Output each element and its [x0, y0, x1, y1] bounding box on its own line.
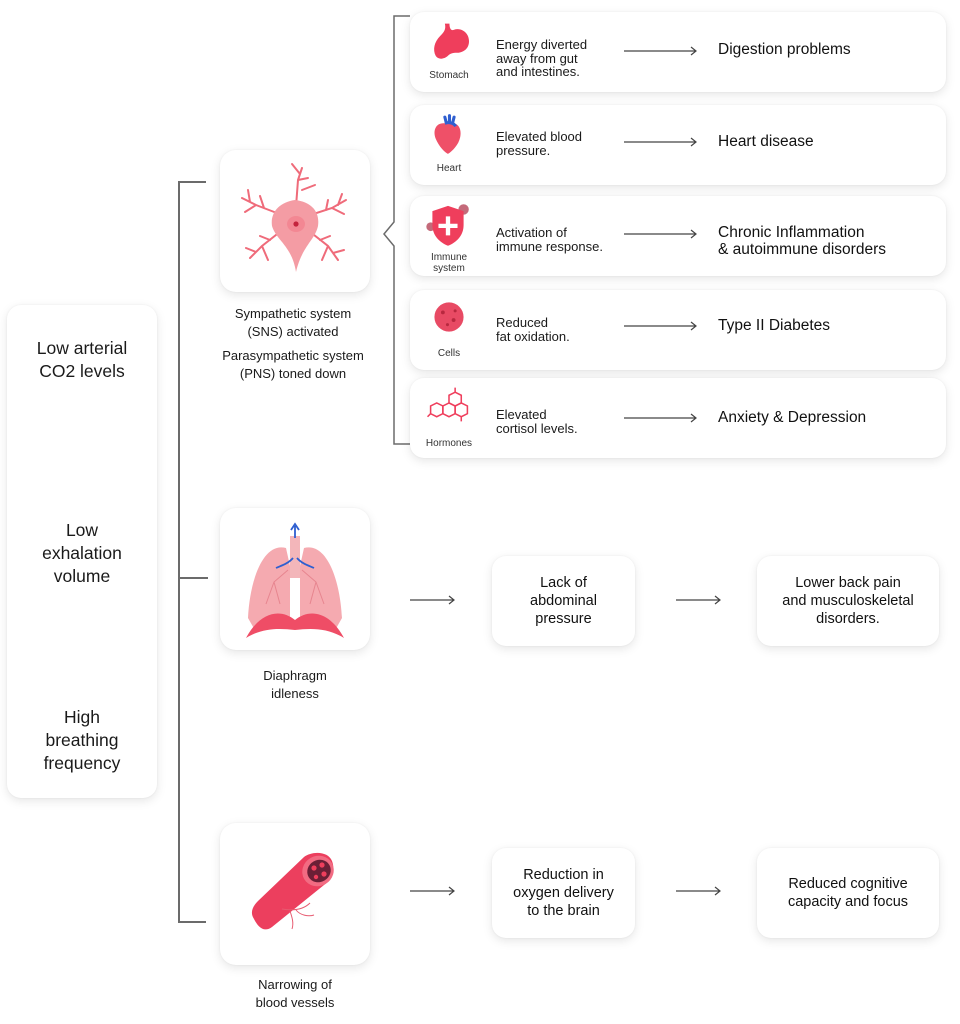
effect-row-hormones: Hormones Elevated cortisol levels. Anxie… — [410, 378, 946, 458]
effect-outcome: Anxiety & Depression — [718, 409, 867, 426]
effect-outcome: Type II Diabetes — [718, 317, 831, 334]
caption-line: (SNS) activated — [247, 324, 339, 339]
tile-sns — [220, 150, 370, 292]
effect-description: Elevated cortisol levels. — [496, 407, 578, 436]
hormone-molecule-icon — [426, 387, 469, 422]
effect-row-immune: Immune system Activation of immune respo… — [410, 196, 946, 276]
arrow-icon — [676, 595, 721, 605]
organ-label-hormones: Hormones — [425, 438, 473, 449]
caption-line: Sympathetic system — [234, 306, 352, 321]
effect-outcome: Heart disease — [718, 133, 814, 150]
tile-diaphragm — [220, 508, 370, 650]
caption-line: Diaphragm — [263, 668, 327, 683]
effect-row-cells: Cells Reduced fat oxidation. Type II Dia… — [410, 290, 946, 370]
caption-sns-activated: Sympathetic system (SNS) activated — [193, 305, 393, 341]
arrow-icon — [676, 886, 721, 896]
effect-outcome: Digestion problems — [718, 41, 851, 58]
effect-description: Activation of immune response. — [496, 225, 603, 254]
neuron-icon — [241, 163, 347, 272]
immune-shield-icon — [426, 204, 469, 246]
organ-label-immune-system: Immune system — [430, 252, 468, 274]
caption-line: idleness — [271, 686, 319, 701]
bracket-branch-sns — [178, 181, 206, 183]
arrow-icon — [624, 321, 697, 331]
arrow-icon — [410, 595, 455, 605]
arrow-icon — [624, 413, 697, 423]
arrow-icon — [624, 229, 697, 239]
caption-pns-toned-down: Parasympathetic system (PNS) toned down — [193, 347, 393, 383]
tile-blood-vessels — [220, 823, 370, 965]
effect-description: Energy diverted away from gut and intest… — [496, 37, 588, 79]
caption-line: blood vessels — [255, 995, 335, 1010]
caption-narrowing-blood-vessels: Narrowing of blood vessels — [195, 976, 395, 1012]
box-lack-abdominal-pressure: Lack of abdominal pressure — [492, 556, 635, 646]
cause-low-exhalation: Low exhalation volume — [42, 520, 122, 586]
bracket-branch-diaphragm — [178, 577, 208, 579]
effects-brace — [383, 15, 410, 445]
main-bracket-vertical — [178, 181, 180, 922]
effect-description: Reduced fat oxidation. — [496, 315, 570, 344]
stomach-icon — [434, 23, 470, 59]
blood-vessel-icon — [251, 852, 334, 930]
effect-row-heart: Heart Elevated blood pressure. Heart dis… — [410, 105, 946, 185]
effect-row-stomach: Stomach Energy diverted away from gut an… — [410, 12, 946, 92]
organ-label-stomach: Stomach — [429, 70, 469, 81]
cause-low-co2: Low arterial CO2 levels — [36, 338, 128, 381]
caption-line: Parasympathetic system — [222, 348, 364, 363]
caption-diaphragm-idleness: Diaphragm idleness — [195, 667, 395, 703]
box-lower-back-pain: Lower back pain and musculoskeletal diso… — [757, 556, 939, 646]
lungs-icon — [246, 522, 344, 638]
cause-high-breathing-frequency: High breathing frequency — [43, 707, 121, 773]
arrow-icon — [624, 46, 697, 56]
cell-icon — [434, 302, 464, 332]
caption-line: (PNS) toned down — [239, 366, 347, 381]
box-reduced-cognitive-capacity: Reduced cognitive capacity and focus — [757, 848, 939, 938]
arrow-icon — [624, 137, 697, 147]
organ-label-heart: Heart — [436, 163, 462, 174]
organ-label-cells: Cells — [437, 348, 461, 359]
heart-icon — [434, 114, 461, 154]
effect-outcome: Chronic Inflammation & autoimmune disord… — [718, 224, 886, 258]
box-reduced-oxygen-delivery: Reduction in oxygen delivery to the brai… — [492, 848, 635, 938]
caption-line: Narrowing of — [258, 977, 332, 992]
bracket-branch-vessels — [178, 921, 206, 923]
arrow-icon — [410, 886, 455, 896]
effect-description: Elevated blood pressure. — [496, 129, 583, 158]
causes-panel: Low arterial CO2 levels Low exhalation v… — [7, 305, 157, 798]
